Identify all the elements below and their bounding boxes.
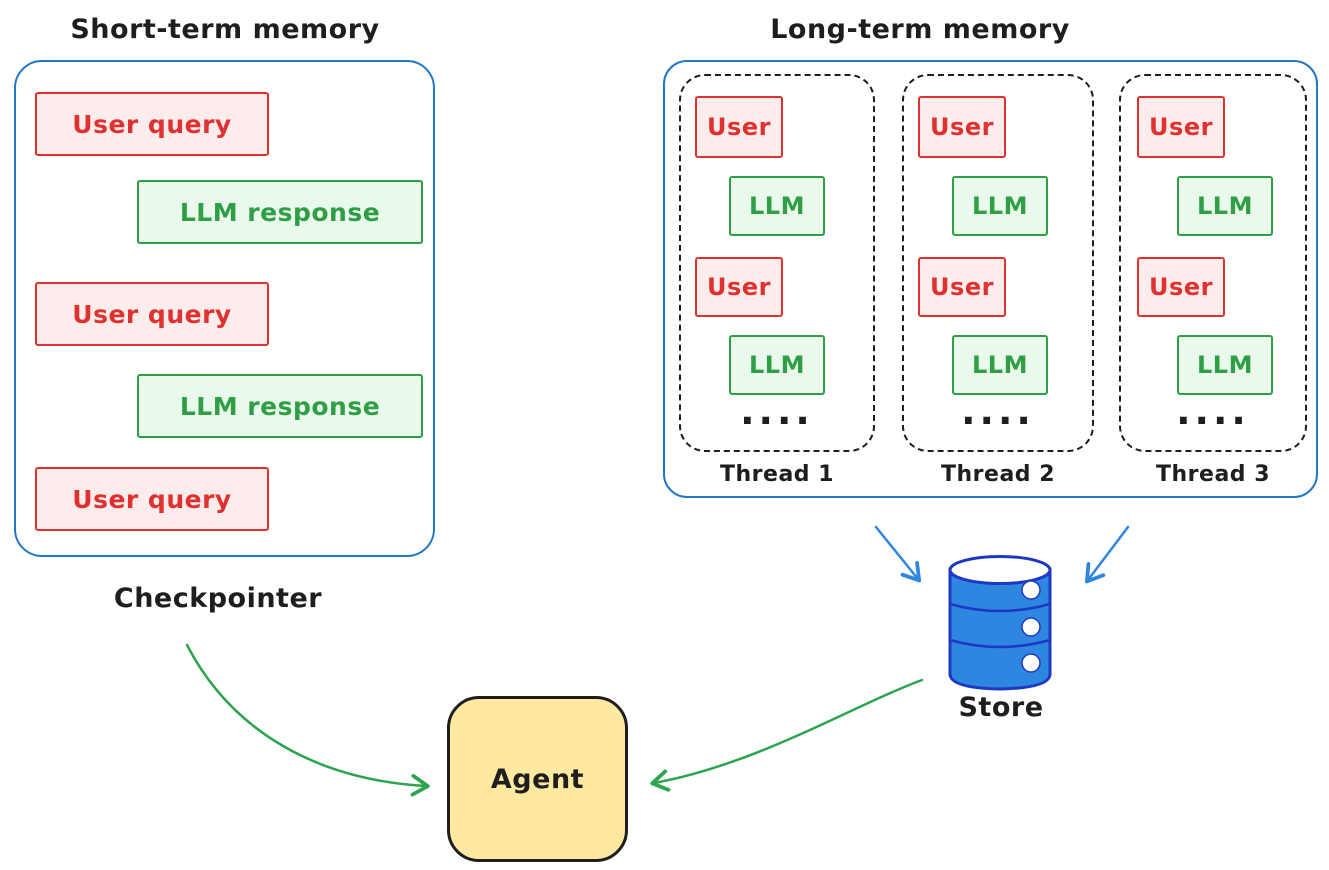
message-label: User query xyxy=(72,299,232,329)
agent-label: Agent xyxy=(490,763,585,795)
message-user: User xyxy=(1137,96,1225,158)
message-user-query: User query xyxy=(35,467,269,531)
message-label: User query xyxy=(72,484,232,514)
arrow-threads-to-store-left xyxy=(874,525,922,583)
thread-dashed-box: User LLM User LLM .... xyxy=(1119,74,1307,452)
message-llm: LLM xyxy=(1177,176,1273,236)
message-label: LLM xyxy=(749,192,805,220)
more-messages-ellipsis: .... xyxy=(740,389,814,433)
short-term-memory-title: Short-term memory xyxy=(70,14,380,45)
more-messages-ellipsis: .... xyxy=(961,389,1035,433)
message-llm: LLM xyxy=(952,176,1048,236)
thread-label: Thread 1 xyxy=(720,462,834,487)
message-label: LLM response xyxy=(179,391,381,421)
message-label: LLM xyxy=(749,351,805,379)
message-label: LLM response xyxy=(179,197,381,227)
message-llm: LLM xyxy=(729,335,825,395)
thread-label: Thread 2 xyxy=(941,462,1055,487)
message-label: User xyxy=(707,273,771,301)
checkpointer-label: Checkpointer xyxy=(113,583,323,614)
arrow-threads-to-store-right xyxy=(1084,525,1130,584)
store-database-icon xyxy=(948,555,1052,691)
message-user: User xyxy=(918,96,1006,158)
thread-label: Thread 3 xyxy=(1156,462,1270,487)
thread-dashed-box: User LLM User LLM .... xyxy=(679,74,875,452)
long-term-memory-box: User LLM User LLM .... Thread 1 User xyxy=(663,60,1318,498)
message-label: LLM xyxy=(972,351,1028,379)
message-label: LLM xyxy=(972,192,1028,220)
short-term-memory-box: User query LLM response User query LLM r… xyxy=(14,60,435,557)
message-user: User xyxy=(1137,257,1225,317)
message-label: User xyxy=(1149,113,1213,141)
message-label: User query xyxy=(72,109,232,139)
arrow-checkpointer-to-agent xyxy=(185,643,430,797)
thread-column: User LLM User LLM .... Thread 1 xyxy=(679,74,875,492)
thread-dashed-box: User LLM User LLM .... xyxy=(902,74,1094,452)
message-llm-response: LLM response xyxy=(137,180,423,244)
store-label: Store xyxy=(958,692,1044,723)
arrow-store-to-agent xyxy=(650,678,924,792)
message-llm: LLM xyxy=(729,176,825,236)
message-label: LLM xyxy=(1197,351,1253,379)
message-label: User xyxy=(1149,273,1213,301)
thread-column: User LLM User LLM .... Thread 2 xyxy=(902,74,1094,492)
message-label: User xyxy=(707,113,771,141)
message-label: User xyxy=(930,113,994,141)
message-label: User xyxy=(930,273,994,301)
message-llm: LLM xyxy=(952,335,1048,395)
message-llm-response: LLM response xyxy=(137,374,423,438)
message-label: LLM xyxy=(1197,192,1253,220)
message-user: User xyxy=(918,257,1006,317)
thread-column: User LLM User LLM .... Thread 3 xyxy=(1119,74,1307,492)
message-user-query: User query xyxy=(35,282,269,346)
agent-node: Agent xyxy=(447,696,628,862)
more-messages-ellipsis: .... xyxy=(1176,389,1250,433)
message-user: User xyxy=(695,257,783,317)
message-user-query: User query xyxy=(35,92,269,156)
message-llm: LLM xyxy=(1177,335,1273,395)
long-term-memory-title: Long-term memory xyxy=(770,14,1070,45)
message-user: User xyxy=(695,96,783,158)
